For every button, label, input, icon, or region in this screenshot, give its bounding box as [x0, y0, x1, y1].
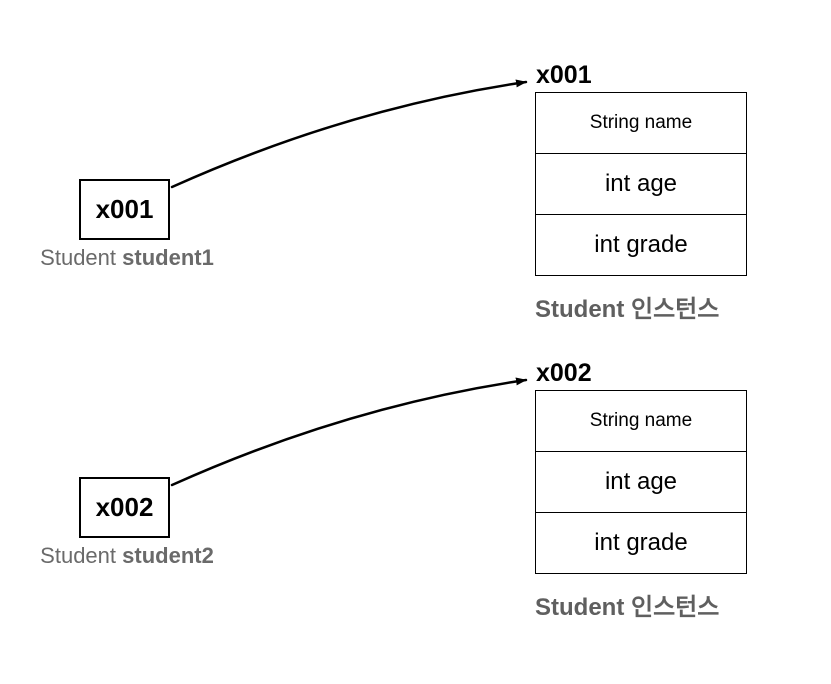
instance-address-label-x001: x001 [536, 61, 592, 89]
variable-type: Student [40, 543, 117, 568]
variable-label-student1: Student student1 [18, 245, 236, 271]
field-row-name: String name [589, 112, 693, 133]
reference-box-student2: x002 [79, 477, 170, 538]
variable-name: student1 [122, 245, 214, 270]
variable-label-student2: Student student2 [18, 543, 236, 569]
student1-group: x001 Student student1 x001 String name i… [18, 61, 747, 323]
field-row-grade: int grade [536, 512, 746, 573]
field-row-grade: int grade [536, 214, 746, 275]
reference-value: x002 [95, 492, 154, 522]
instance-caption-student1: Student 인스턴스 [535, 296, 720, 323]
field-row-age: int age [536, 451, 746, 512]
instance-table-student2: String name int age int grade [535, 390, 747, 574]
field-row-age: int age [536, 153, 746, 214]
reference-value: x001 [95, 194, 154, 224]
field-row-name: String name [589, 410, 693, 431]
reference-box-student1: x001 [79, 179, 170, 240]
instance-caption-student2: Student 인스턴스 [535, 594, 720, 621]
instance-table-student1: String name int age int grade [535, 92, 747, 276]
instance-address-label-x002: x002 [536, 359, 592, 387]
student2-group: x002 Student student2 x002 String name i… [0, 298, 831, 640]
variable-name: student2 [122, 543, 214, 568]
variable-type: Student [40, 245, 117, 270]
